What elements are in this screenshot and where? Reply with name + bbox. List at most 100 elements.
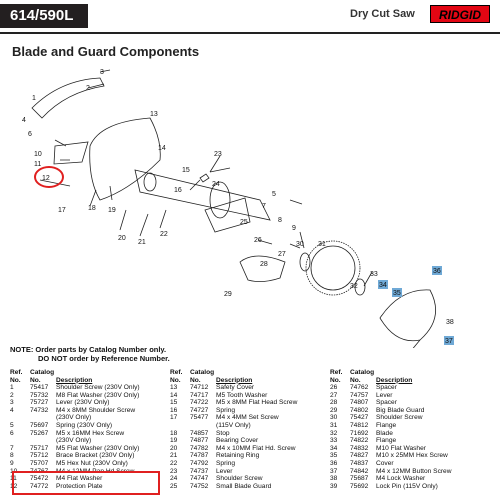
callout-15: 15 (182, 167, 190, 174)
cell-desc: Blade (376, 429, 393, 437)
cell-desc: Shoulder Screw (230V Only) (56, 384, 140, 391)
cell-cat: 74782 (190, 444, 209, 452)
page-header: 614/590L Dry Cut Saw RIDGID (0, 0, 500, 32)
cell-desc: M5 Tooth Washer (216, 391, 268, 399)
cell-cat: 74807 (350, 399, 369, 407)
product-name: Dry Cut Saw (350, 8, 415, 20)
cell-cat: 74722 (190, 399, 209, 407)
callout-38: 38 (446, 319, 454, 326)
header-cell: Description (216, 376, 253, 384)
header-cell: Catalog No. (30, 369, 55, 384)
cell-cat: 75417 (30, 384, 49, 391)
cell-ref: 16 (170, 406, 178, 414)
cell-ref: 36 (330, 459, 338, 467)
cell-ref: 37 (330, 467, 338, 475)
cell-ref: 15 (170, 399, 178, 407)
cover-drawing (379, 289, 437, 342)
callout-35: 35 (393, 290, 401, 297)
callout-36: 36 (433, 268, 441, 275)
callout-27: 27 (278, 251, 286, 258)
header-cell: Description (376, 376, 413, 384)
cell-cat (30, 414, 56, 422)
callout-18: 18 (88, 205, 96, 212)
callout-28: 28 (260, 261, 268, 268)
cell-ref (10, 414, 30, 422)
cell-cat: 75697 (30, 421, 49, 429)
cell-cat: 74757 (350, 391, 369, 399)
callout-26: 26 (254, 237, 262, 244)
upper-guard-drawing (31, 77, 105, 119)
cell-cat: 75712 (30, 452, 49, 460)
small-guard-drawing (204, 197, 251, 233)
cell-ref: 39 (330, 482, 338, 490)
cell-ref: 6 (10, 429, 14, 437)
protection-plate-highlight (12, 471, 160, 495)
header-cell: Description (56, 376, 93, 384)
cell-ref: 32 (330, 429, 338, 437)
cell-cat: 75707 (30, 459, 49, 467)
cell-ref: 26 (330, 384, 338, 391)
cell-cat: 74837 (350, 459, 369, 467)
callout-21: 21 (138, 239, 146, 246)
ordering-note: NOTE: Order parts by Catalog Number only… (10, 345, 170, 363)
cell-ref: 9 (10, 459, 14, 467)
note-line-2: DO NOT order by Reference Number. (38, 354, 170, 363)
cell-cat (190, 422, 216, 430)
callout-16: 16 (174, 187, 182, 194)
cell-ref: 27 (330, 391, 338, 399)
callout-25: 25 (240, 219, 248, 226)
brand-logo: RIDGID (430, 5, 490, 23)
cell-ref: 20 (170, 444, 178, 452)
cell-desc: M10 Flat Washer (376, 444, 426, 452)
cell-cat: 74832 (350, 444, 369, 452)
cell-cat: 74842 (350, 467, 369, 475)
note-line-1: NOTE: Order parts by Catalog Number only… (10, 345, 167, 354)
cell-cat: 74747 (190, 475, 209, 483)
table-row: 27 74757 Lever (330, 392, 486, 400)
blade-drawing (305, 240, 361, 296)
cell-ref: 21 (170, 452, 178, 460)
cell-desc: Spacer (376, 399, 397, 407)
cell-desc: Spacer (376, 384, 397, 391)
cell-desc: Flange (376, 437, 397, 445)
cell-cat: 74787 (190, 452, 209, 460)
table-header: Ref. No.Catalog No.Description (170, 368, 326, 384)
cell-desc: M5 Hex Nut (230V Only) (56, 459, 128, 467)
cell-ref: 1 (10, 384, 14, 391)
callout-2: 2 (86, 85, 90, 92)
cell-cat: 74812 (350, 421, 369, 429)
cell-desc: Small Blade Guard (216, 482, 272, 490)
callout-3: 3 (100, 69, 104, 76)
callout-8: 8 (278, 217, 282, 224)
callout-20: 20 (118, 235, 126, 242)
exploded-parts-diagram: 3 2 1 4 6 13 14 10 11 12 17 18 19 20 21 … (22, 69, 454, 348)
header-cell: Ref. No. (170, 369, 183, 384)
callout-22: 22 (160, 231, 168, 238)
cell-cat: 74712 (190, 384, 209, 391)
cell-desc: Lock Pin (115V Only) (376, 482, 438, 490)
table-row: 9 75707 M5 Hex Nut (230V Only) (10, 460, 166, 468)
cell-desc: (115V Only) (216, 421, 251, 429)
protection-plate-drawing (53, 141, 89, 165)
cell-desc: M4 x 4MM Set Screw (216, 414, 279, 422)
cell-ref: 18 (170, 429, 178, 437)
cell-desc: (230V Only) (56, 437, 92, 445)
callout-11: 11 (34, 161, 41, 168)
cell-desc: Lever (376, 391, 393, 399)
cell-ref: 4 (10, 406, 14, 414)
